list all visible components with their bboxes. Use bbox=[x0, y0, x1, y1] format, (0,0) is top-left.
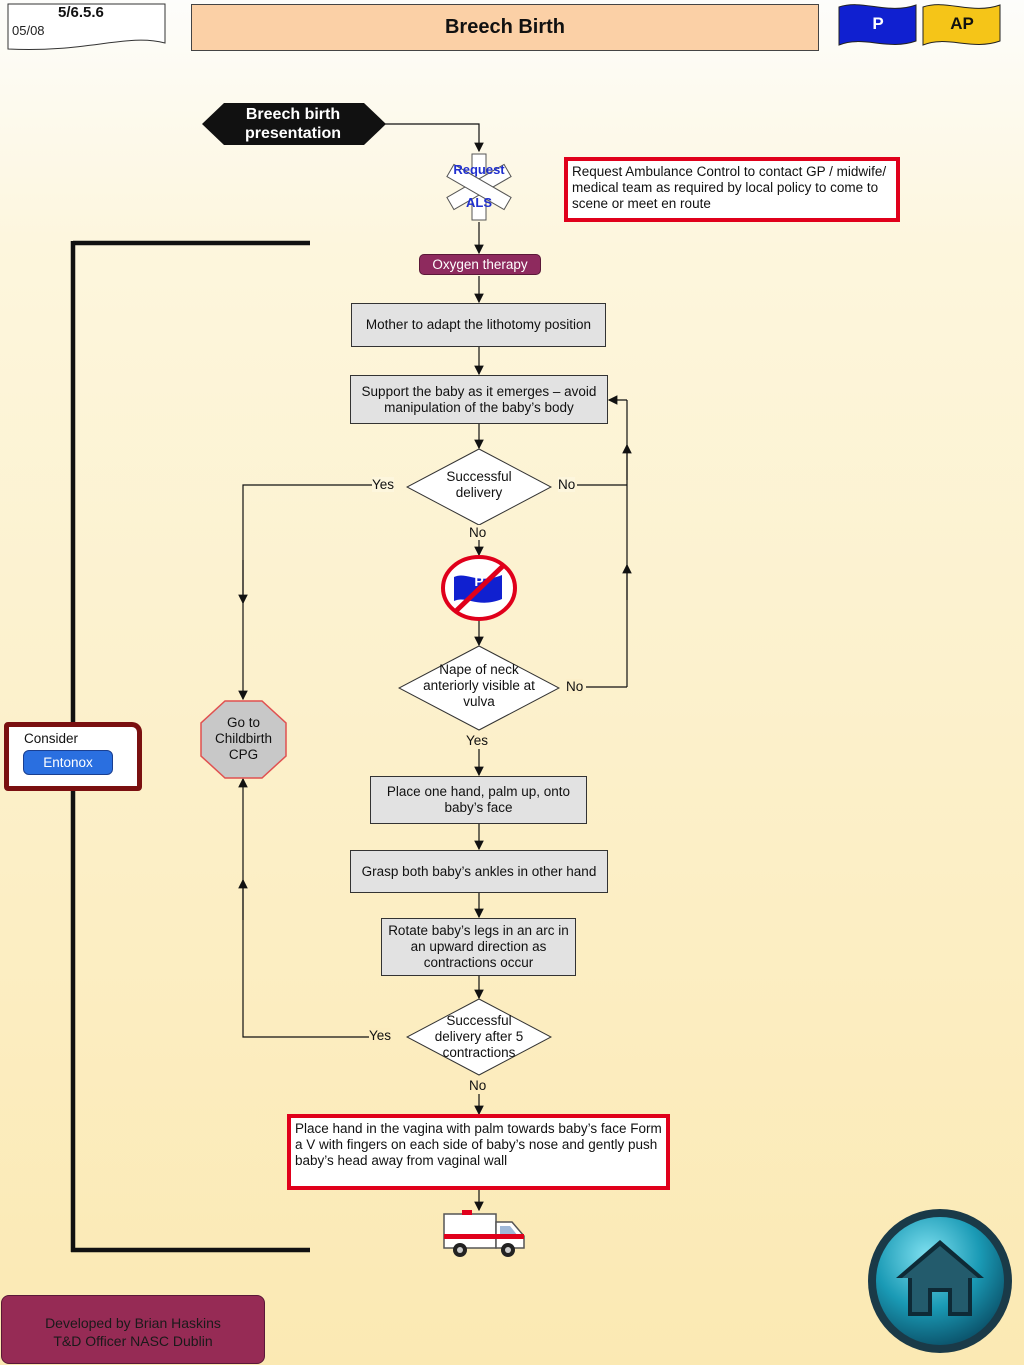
home-button[interactable] bbox=[866, 1206, 1014, 1356]
edge-label-no: No bbox=[469, 1078, 487, 1093]
decision-successful-delivery: Successful delivery bbox=[446, 469, 512, 500]
star-of-life-icon bbox=[446, 153, 512, 221]
edge-label-no: No bbox=[566, 679, 584, 694]
lithotomy-step: Mother to adapt the lithotomy position bbox=[351, 303, 606, 347]
p-badge-label: P bbox=[872, 14, 884, 33]
protocol-code: 5/6.5.6 bbox=[58, 4, 104, 21]
decision-five-contractions: Successful delivery after 5 contractions bbox=[434, 1013, 524, 1060]
edge-label-no: No bbox=[558, 477, 576, 492]
rotate-legs-step: Rotate baby’s legs in an arc in an upwar… bbox=[381, 918, 576, 976]
grasp-ankles-step: Grasp both baby’s ankles in other hand bbox=[350, 850, 608, 893]
request-ambulance-note: Request Ambulance Control to contact GP … bbox=[564, 157, 900, 222]
edge-label-yes: Yes bbox=[466, 733, 489, 748]
ambulance-icon bbox=[443, 1210, 525, 1257]
credit-line-2: T&D Officer NASC Dublin bbox=[53, 1333, 213, 1349]
entonox-drug-button[interactable]: Entonox bbox=[23, 750, 113, 775]
go-to-childbirth-cpg[interactable]: Go to Childbirth CPG bbox=[214, 715, 273, 762]
request-label: Request bbox=[453, 162, 505, 177]
childbirth-octagon-shape bbox=[200, 700, 287, 779]
start-terminator-shape bbox=[202, 103, 386, 145]
palm-onto-face-step: Place one hand, palm up, onto baby’s fac… bbox=[370, 776, 587, 824]
page-title: Breech Birth bbox=[191, 4, 819, 51]
no-p-badge-label: P bbox=[474, 573, 484, 589]
oxygen-therapy-step: Oxygen therapy bbox=[419, 254, 541, 275]
home-icon bbox=[896, 1240, 984, 1316]
credit-box: Developed by Brian Haskins T&D Officer N… bbox=[1, 1295, 265, 1364]
support-baby-step: Support the baby as it emerges – avoid m… bbox=[350, 375, 608, 424]
als-label: ALS bbox=[466, 195, 492, 210]
ap-badge-label: AP bbox=[950, 14, 974, 33]
edge-label-yes: Yes bbox=[372, 477, 395, 492]
protocol-date: 05/08 bbox=[12, 23, 45, 38]
ap-badge-flag bbox=[922, 4, 1001, 46]
consider-label: Consider bbox=[24, 731, 79, 746]
decision-five-contractions-shape bbox=[406, 998, 552, 1076]
decision-nape-visible: Nape of neck anteriorly visible at vulva bbox=[423, 662, 535, 709]
credit-line-1: Developed by Brian Haskins bbox=[45, 1315, 221, 1331]
edge-label-yes: Yes bbox=[369, 1028, 392, 1043]
no-paramedic-icon bbox=[441, 555, 517, 621]
vagina-manoeuvre-step: Place hand in the vagina with palm towar… bbox=[287, 1114, 670, 1190]
start-node: Breech birth presentation bbox=[244, 106, 341, 142]
p-badge-flag bbox=[838, 4, 917, 46]
decision-nape-shape bbox=[398, 645, 560, 731]
edge-label-no: No bbox=[469, 525, 487, 540]
document-code-tag bbox=[7, 3, 166, 51]
